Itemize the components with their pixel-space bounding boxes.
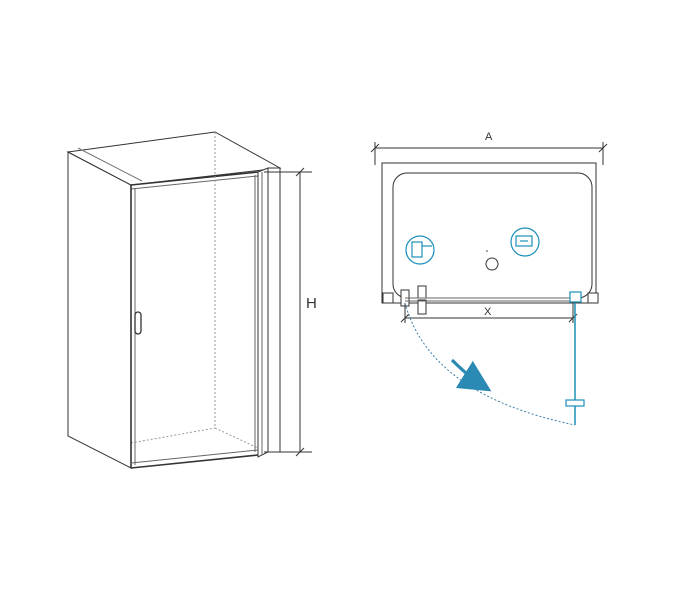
door-closed-line — [405, 297, 574, 302]
shower-3d-view — [66, 131, 282, 469]
door-width-label: X — [484, 306, 492, 318]
swing-arc — [404, 302, 576, 426]
hinge-icon — [569, 291, 582, 303]
shower-valve-icon — [510, 227, 540, 257]
plan-view — [370, 142, 608, 323]
bathtub-outline — [381, 162, 597, 304]
faucet-icon — [405, 235, 435, 265]
left-wall — [66, 131, 282, 469]
door-panel — [130, 175, 259, 469]
width-dimension — [370, 142, 608, 165]
door-handle — [134, 311, 142, 335]
drain-icon — [485, 257, 499, 271]
door-swing — [404, 291, 585, 426]
back-wall — [130, 132, 259, 449]
right-wall — [257, 167, 281, 458]
height-dimension — [264, 167, 312, 457]
width-label: A — [485, 131, 493, 143]
door-handle-open — [565, 399, 585, 407]
swing-arrow — [450, 358, 492, 392]
wall-profile-right — [587, 292, 599, 304]
height-label: H — [306, 295, 317, 312]
